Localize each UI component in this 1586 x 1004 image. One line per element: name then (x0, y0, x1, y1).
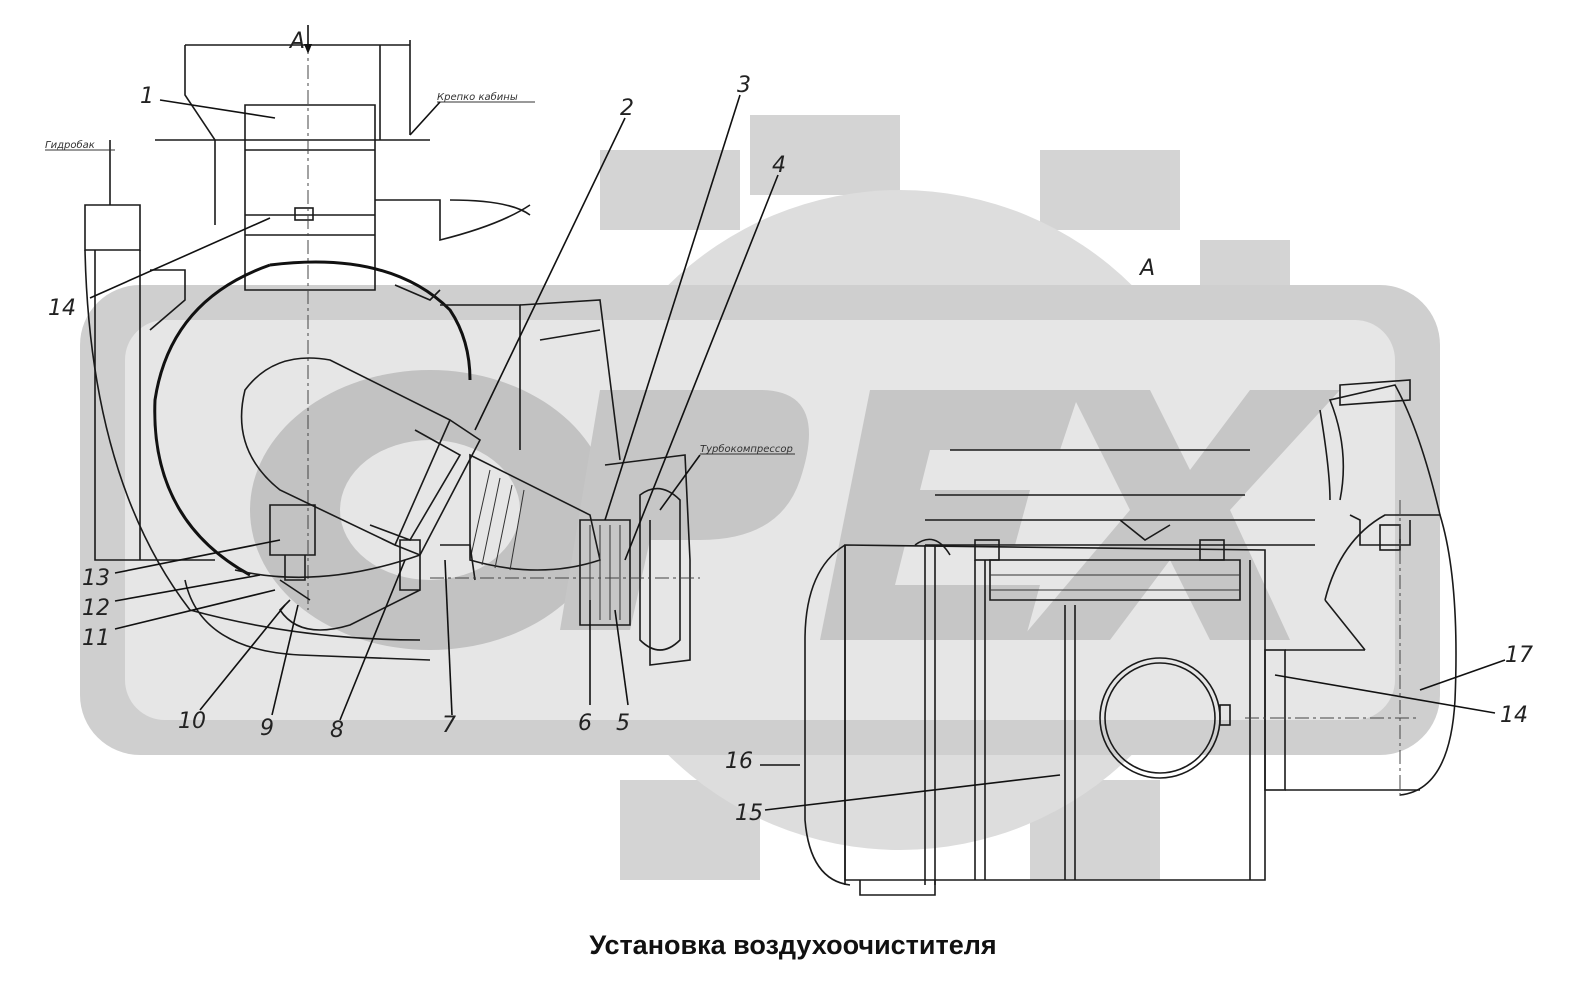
callout-14-right: 14 (1500, 703, 1528, 728)
callout-9: 9 (260, 716, 274, 741)
callout-5: 5 (616, 711, 630, 736)
callout-8: 8 (330, 718, 344, 743)
figure-caption: Установка воздухоочистителя (589, 930, 997, 960)
view-label: А (1138, 256, 1155, 281)
watermark (80, 115, 1440, 880)
callout-7: 7 (442, 713, 456, 738)
air-cleaner-side-view (153, 260, 700, 666)
note-cab-floor: Крепко кабины (437, 91, 518, 103)
air-cleaner-front-view (804, 379, 1457, 896)
callout-11: 11 (82, 626, 110, 651)
note-tank: Гидробак (45, 139, 95, 151)
note-turbo: Турбокомпрессор (700, 443, 793, 455)
callout-3: 3 (737, 73, 751, 98)
callout-13: 13 (82, 566, 110, 591)
view-arrow-label: А (288, 29, 305, 54)
callout-15: 15 (735, 801, 763, 826)
callout-1: 1 (140, 84, 154, 109)
callout-6: 6 (578, 711, 592, 736)
callout-17: 17 (1505, 643, 1533, 668)
callout-2: 2 (620, 96, 634, 121)
callout-leaders (89, 94, 1506, 811)
callout-4: 4 (772, 153, 786, 178)
callouts: 1 2 3 4 5 6 7 8 9 10 11 12 13 14 14 15 1… (48, 73, 1533, 826)
callout-14-left: 14 (48, 296, 76, 321)
notes: Гидробак Крепко кабины Турбокомпрессор (45, 91, 795, 511)
cab-structure (84, 25, 531, 641)
callout-16: 16 (725, 749, 753, 774)
callout-10: 10 (178, 709, 206, 734)
callout-12: 12 (82, 596, 110, 621)
